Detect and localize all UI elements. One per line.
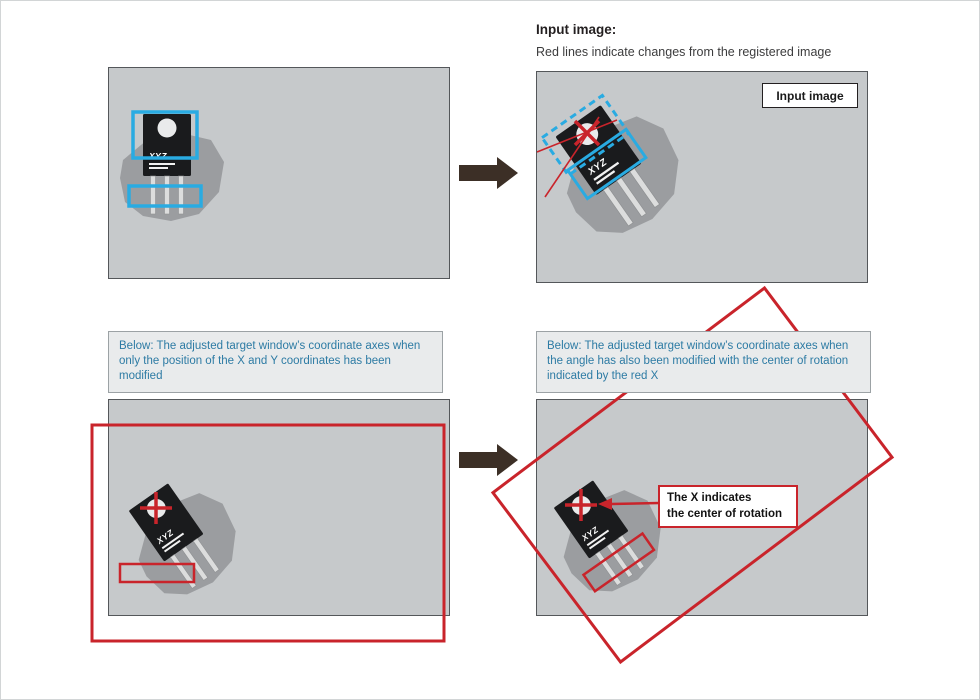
change-marker-x xyxy=(573,119,601,147)
scene-rotated xyxy=(537,82,703,254)
right-arrow-icon xyxy=(459,157,518,189)
callout-line2: the center of rotation xyxy=(667,507,783,520)
rotation-center-callout: The X indicates the center of rotation xyxy=(658,485,798,529)
caption-position-only: Below: The adjusted target window’s coor… xyxy=(108,331,443,393)
search-window-leads xyxy=(127,184,203,208)
scene-rotated xyxy=(109,464,257,612)
callout-line1: The X indicates xyxy=(667,492,752,504)
input-image-heading-block: Input image: Red lines indicate changes … xyxy=(536,22,831,60)
matched-window-body xyxy=(565,127,648,201)
input-image-label: Input image xyxy=(762,83,858,108)
search-window-tab xyxy=(131,110,199,160)
scene-rotated xyxy=(537,461,682,609)
input-image-subheading: Red lines indicate changes from the regi… xyxy=(536,45,832,59)
caption-angle-modified: Below: The adjusted target window’s coor… xyxy=(536,331,871,393)
right-arrow-icon xyxy=(459,444,518,476)
panel-position-adjusted xyxy=(108,399,450,616)
change-indicator-line xyxy=(537,119,618,153)
panel-registered-image xyxy=(108,67,450,279)
input-image-heading: Input image: xyxy=(536,22,617,37)
